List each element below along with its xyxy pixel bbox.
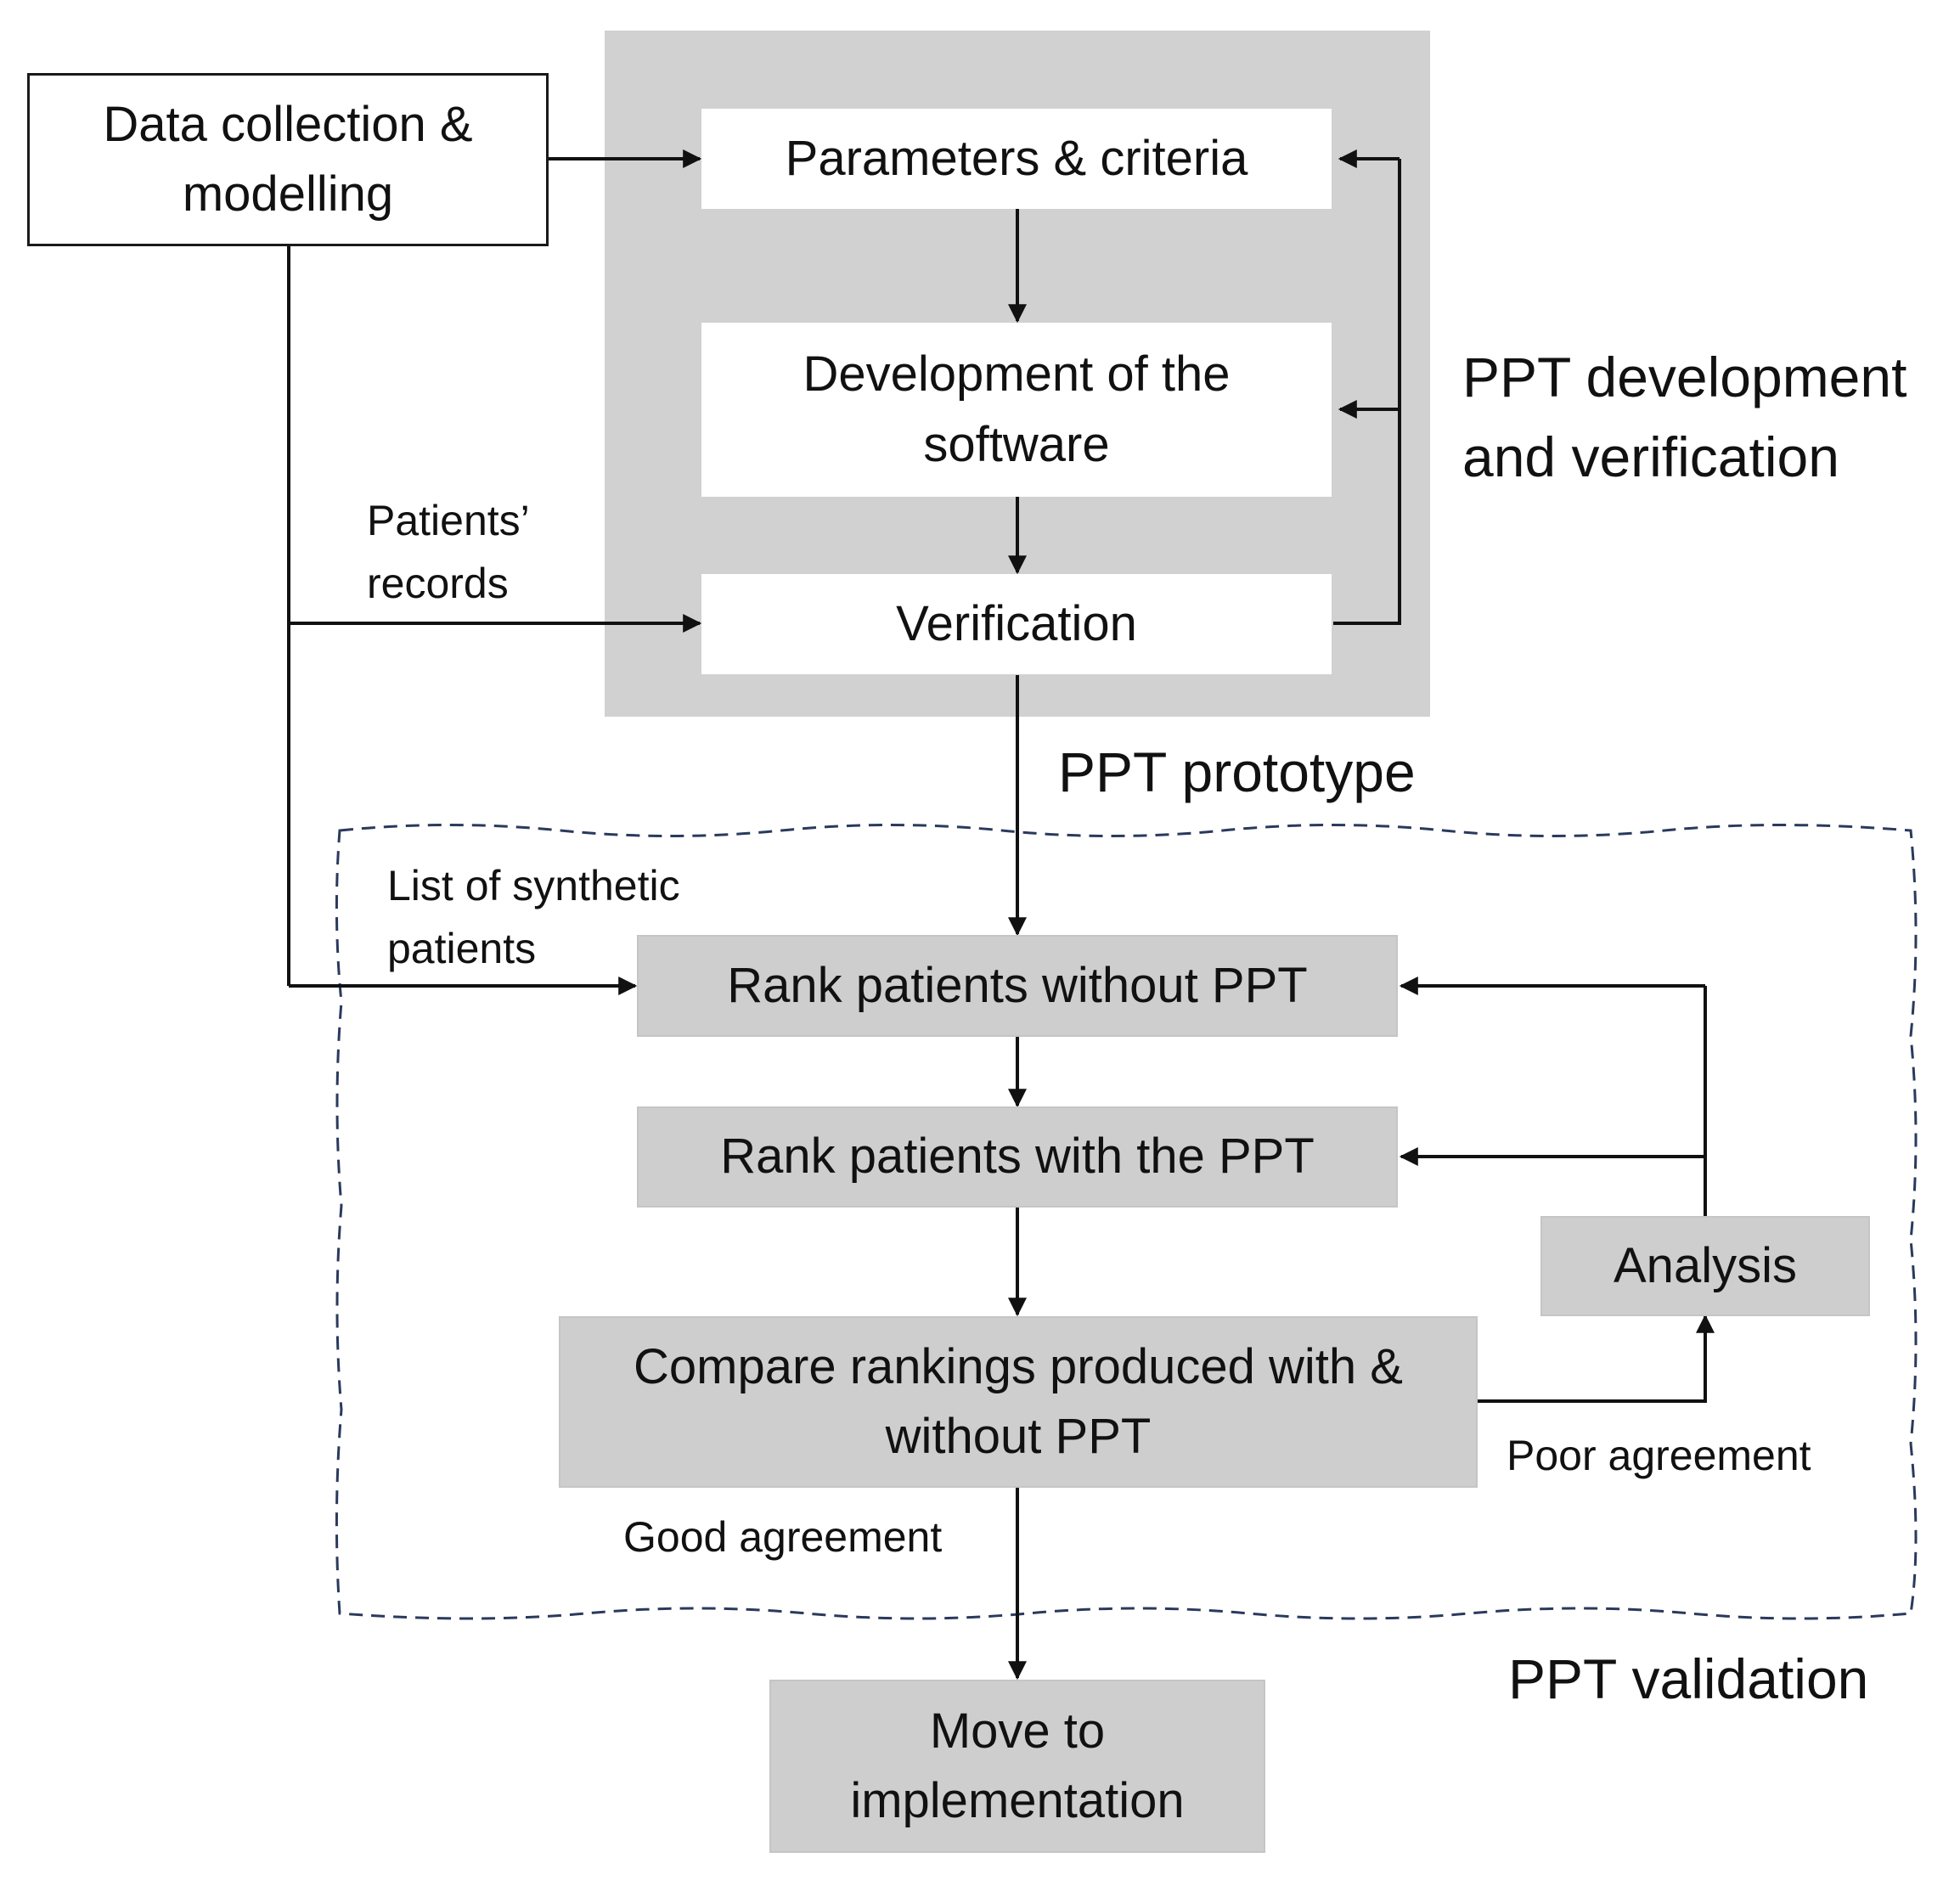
- implementation-box: Move to implementation: [769, 1680, 1265, 1853]
- good-agreement-label: Good agreement: [623, 1513, 943, 1561]
- line-verification-feedback: [1333, 159, 1401, 625]
- compare-rankings-box: Compare rankings produced with & without…: [559, 1316, 1478, 1488]
- rank-without-ppt-box: Rank patients without PPT: [637, 935, 1398, 1037]
- prototype-label: PPT prototype: [1058, 740, 1416, 803]
- verification-box: Verification: [701, 574, 1332, 674]
- synthetic-patients-label: List of synthetic patients: [387, 862, 680, 972]
- rank-with-ppt-box: Rank patients with the PPT: [637, 1106, 1398, 1208]
- arrow-compare-to-analysis: [1476, 1314, 1715, 1403]
- validation-dashed-boundary: [335, 824, 1918, 1620]
- parameters-criteria-box: Parameters & criteria: [701, 109, 1332, 209]
- validation-group-label: PPT validation: [1508, 1647, 1869, 1710]
- poor-agreement-label: Poor agreement: [1507, 1432, 1811, 1479]
- development-software-box: Development of the software: [701, 323, 1332, 497]
- patients-records-label: Patients’ records: [367, 497, 530, 607]
- data-collection-box: Data collection & modelling: [27, 73, 549, 246]
- analysis-box: Analysis: [1540, 1216, 1870, 1316]
- development-group-label: PPT development and verification: [1462, 346, 1907, 488]
